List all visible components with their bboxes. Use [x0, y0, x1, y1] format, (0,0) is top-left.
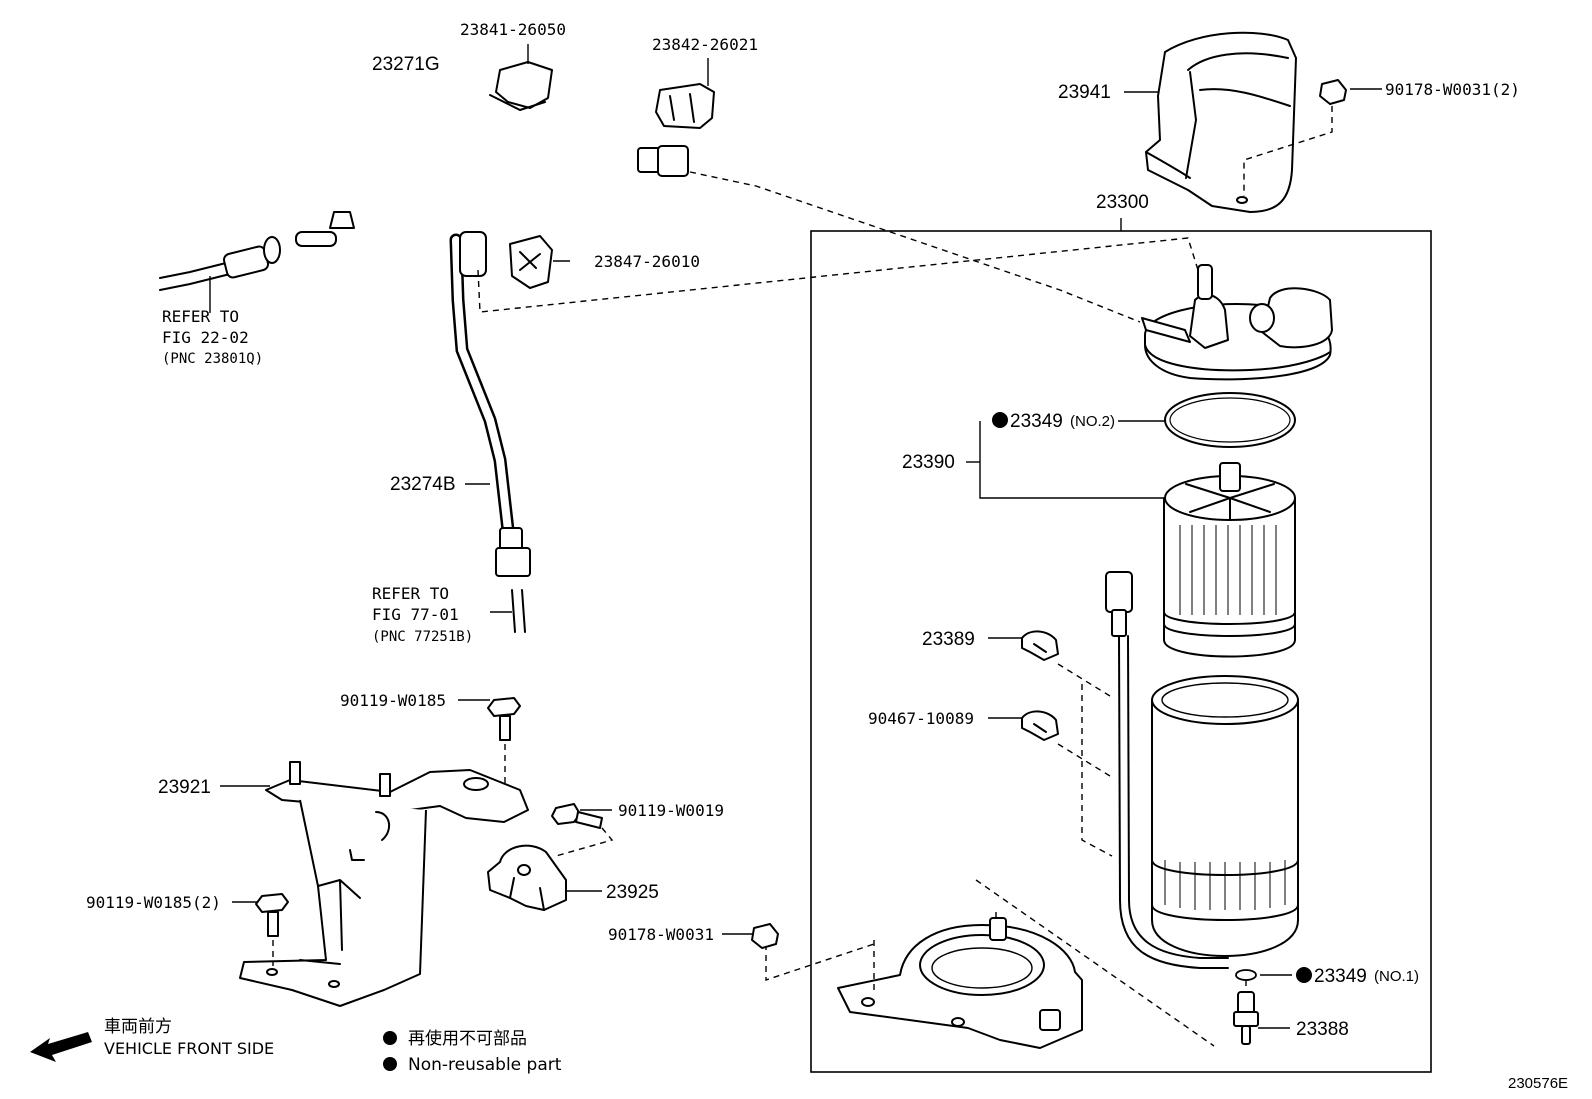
callout-23274b: 23274B: [390, 474, 456, 495]
direction-label-en: VEHICLE FRONT SIDE: [104, 1039, 274, 1058]
refer-note-2-line2: FIG 77-01: [372, 605, 459, 624]
bracket-23925: [487, 844, 567, 911]
hose-23271g: [295, 108, 689, 247]
cover-23941: [1145, 31, 1297, 213]
refer-note-1-line3: (PNC 23801Q): [162, 351, 263, 367]
callout-23389: 23389: [922, 629, 975, 650]
callout-23841-26050: 23841-26050: [460, 20, 566, 39]
o-ring-23349-no2: [1164, 392, 1296, 448]
callout-23842-26021: 23842-26021: [652, 35, 758, 54]
callout-23925: 23925: [606, 882, 659, 903]
o-ring-23349-no1: [1235, 969, 1257, 981]
callout-23349-no2: 23349: [1010, 411, 1063, 432]
callout-23349-no2-suffix: (NO.2): [1070, 413, 1115, 430]
callout-23921: 23921: [158, 777, 211, 798]
callout-23390: 23390: [902, 452, 955, 473]
callout-23300: 23300: [1096, 192, 1149, 213]
legend-dot-icon-jp: [383, 1031, 397, 1045]
clamp-23389: [1021, 630, 1059, 661]
bolt-90119-w0185-2: [255, 893, 289, 937]
nut-90178-bottom: [751, 923, 779, 949]
assembly-box-23300: [810, 230, 1432, 1073]
refer-note-2-line3: (PNC 77251B): [372, 629, 473, 645]
nonreusable-label-jp: 再使用不可部品: [408, 1028, 527, 1049]
nut-90178-top: [1319, 79, 1347, 105]
fuel-line-stub: [159, 236, 281, 313]
callout-23349-no1: 23349: [1314, 966, 1367, 987]
callout-23388: 23388: [1296, 1019, 1349, 1040]
figure-id: 230576E: [1508, 1075, 1568, 1092]
callout-90178-w0031: 90178-W0031: [608, 925, 714, 944]
front-direction-arrow-icon: [30, 1032, 92, 1062]
pipe-23274b: [449, 231, 531, 633]
clamp-23841: [489, 44, 553, 111]
callout-90119-w0185: 90119-W0185: [340, 691, 446, 710]
callout-90119-w0185-2: 90119-W0185(2): [86, 893, 221, 912]
bolt-90119-w0019: [551, 803, 603, 829]
callout-90178-w0031-2: 90178-W0031(2): [1385, 80, 1520, 99]
callout-23941: 23941: [1058, 82, 1111, 103]
sensor-wire: [1105, 571, 1229, 969]
callout-23271g: 23271G: [372, 54, 440, 75]
filter-bracket: [837, 917, 1083, 1049]
clip-23842: [655, 58, 715, 129]
clip-90467: [1021, 710, 1059, 741]
bolt-90119-w0185: [487, 697, 521, 741]
drain-plug-23388: [1233, 991, 1259, 1045]
legend-dot-icon-en: [383, 1057, 397, 1071]
callout-23847-26010: 23847-26010: [594, 252, 700, 271]
callout-90467-10089: 90467-10089: [868, 709, 974, 728]
filter-case: [1151, 675, 1299, 957]
refer-note-1-line1: REFER TO: [162, 307, 239, 326]
nonreusable-label-en: Non-reusable part: [408, 1055, 562, 1075]
refer-note-1-line2: FIG 22-02: [162, 328, 249, 347]
nonreusable-dot-no2: [992, 412, 1008, 428]
bracket-23921: [239, 761, 529, 1007]
refer-note-2-line1: REFER TO: [372, 584, 449, 603]
filter-element-23390: [1163, 462, 1296, 658]
clip-23847: [509, 235, 553, 289]
callout-90119-w0019: 90119-W0019: [618, 801, 724, 820]
nonreusable-dot-no1: [1296, 967, 1312, 983]
direction-label-jp: 車両前方: [104, 1017, 172, 1037]
callout-23349-no1-suffix: (NO.1): [1374, 968, 1419, 985]
filter-head: [1141, 264, 1333, 381]
